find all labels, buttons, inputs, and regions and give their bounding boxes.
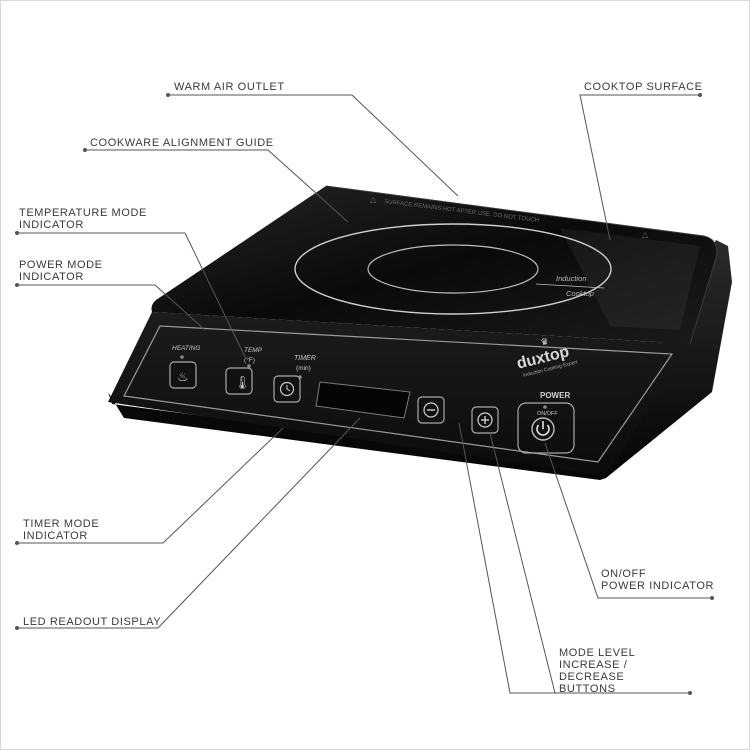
inner-alignment-ring (367, 244, 539, 294)
glass-surface (151, 186, 717, 344)
led-readout-display (315, 381, 411, 419)
power-icon (536, 424, 550, 436)
callout-timer-mode-indicator: TIMER MODE INDICATOR (23, 518, 100, 542)
leader-cookware-guide (85, 149, 349, 223)
warning-triangle-icon-left: △ (370, 195, 377, 204)
panel-trim (123, 325, 674, 463)
callout-cooktop-surface: COOKTOP SURFACE (584, 81, 703, 93)
leader-power-mode (17, 284, 206, 331)
power-label: POWER (540, 391, 570, 400)
heating-label: HEATING (172, 345, 200, 352)
power-indicator-light (543, 405, 547, 409)
surface-label-line-1: Induction (556, 274, 586, 283)
leader-increase-button (489, 432, 556, 694)
callout-temperature-mode-indicator: TEMPERATURE MODE INDICATOR (19, 207, 147, 231)
clock-icon (279, 381, 295, 397)
glass-edge (325, 185, 718, 345)
leader-dot (83, 148, 87, 152)
callout-power-mode-indicator: POWER MODE INDICATOR (19, 259, 103, 283)
surface-label-line-2: Cooktop (566, 289, 594, 298)
thermometer-icon: 🌡 (234, 375, 251, 390)
leader-timer-mode (17, 427, 284, 544)
flame-icon: ♨ (177, 369, 189, 384)
temperature-button[interactable]: 🌡 (225, 367, 253, 395)
outer-alignment-ring (294, 223, 612, 315)
heating-indicator-light (180, 355, 184, 359)
timer-button[interactable] (273, 375, 301, 403)
leader-lines (15, 93, 714, 695)
leader-onoff-indicator (544, 442, 712, 599)
leader-dot (15, 231, 19, 235)
callout-onoff-power-indicator: ON/OFF POWER INDICATOR (601, 568, 715, 592)
power-button[interactable] (517, 402, 575, 454)
temp-label: TEMP (244, 347, 263, 354)
temp-indicator-light (247, 364, 251, 368)
leader-led-display (17, 417, 361, 629)
surface-label-rule (535, 283, 605, 289)
callout-mode-level-buttons: MODE LEVEL INCREASE / DECREASE BUTTONS (559, 647, 636, 695)
cooktop-unit: Induction Cooktop SURFACE REMAINS HOT AF… (108, 185, 732, 480)
leader-dot (15, 283, 19, 287)
temp-unit-label: (°F) (244, 356, 255, 364)
leader-dot (698, 93, 702, 97)
onoff-label: ON/OFF (537, 411, 558, 417)
plus-icon (477, 412, 493, 428)
leader-dot (15, 626, 19, 630)
timer-unit-label: (min) (296, 365, 311, 372)
callout-led-readout-display: LED READOUT DISPLAY (23, 616, 162, 628)
heating-button[interactable]: ♨ (169, 361, 197, 389)
decrease-button[interactable] (417, 396, 445, 424)
minus-icon (423, 402, 439, 418)
increase-button[interactable] (471, 406, 499, 434)
warning-triangle-icon-right: △ (642, 230, 649, 239)
leader-cooktop-surface (579, 94, 700, 241)
leader-decrease-button (458, 422, 690, 694)
callout-cookware-alignment-guide: COOKWARE ALIGNMENT GUIDE (90, 137, 274, 149)
leader-temperature-mode (17, 232, 246, 358)
leader-dot (688, 691, 692, 695)
timer-label: TIMER (294, 355, 316, 362)
glass-glare (560, 228, 700, 330)
callout-warm-air-outlet: WARM AIR OUTLET (174, 81, 285, 93)
leader-dot (15, 541, 19, 545)
leader-dot (166, 93, 170, 97)
crown-icon: ♛ (539, 336, 549, 348)
leader-dot (710, 596, 714, 600)
leader-warm-air-outlet (168, 94, 459, 197)
cooktop-bottom (108, 392, 606, 480)
